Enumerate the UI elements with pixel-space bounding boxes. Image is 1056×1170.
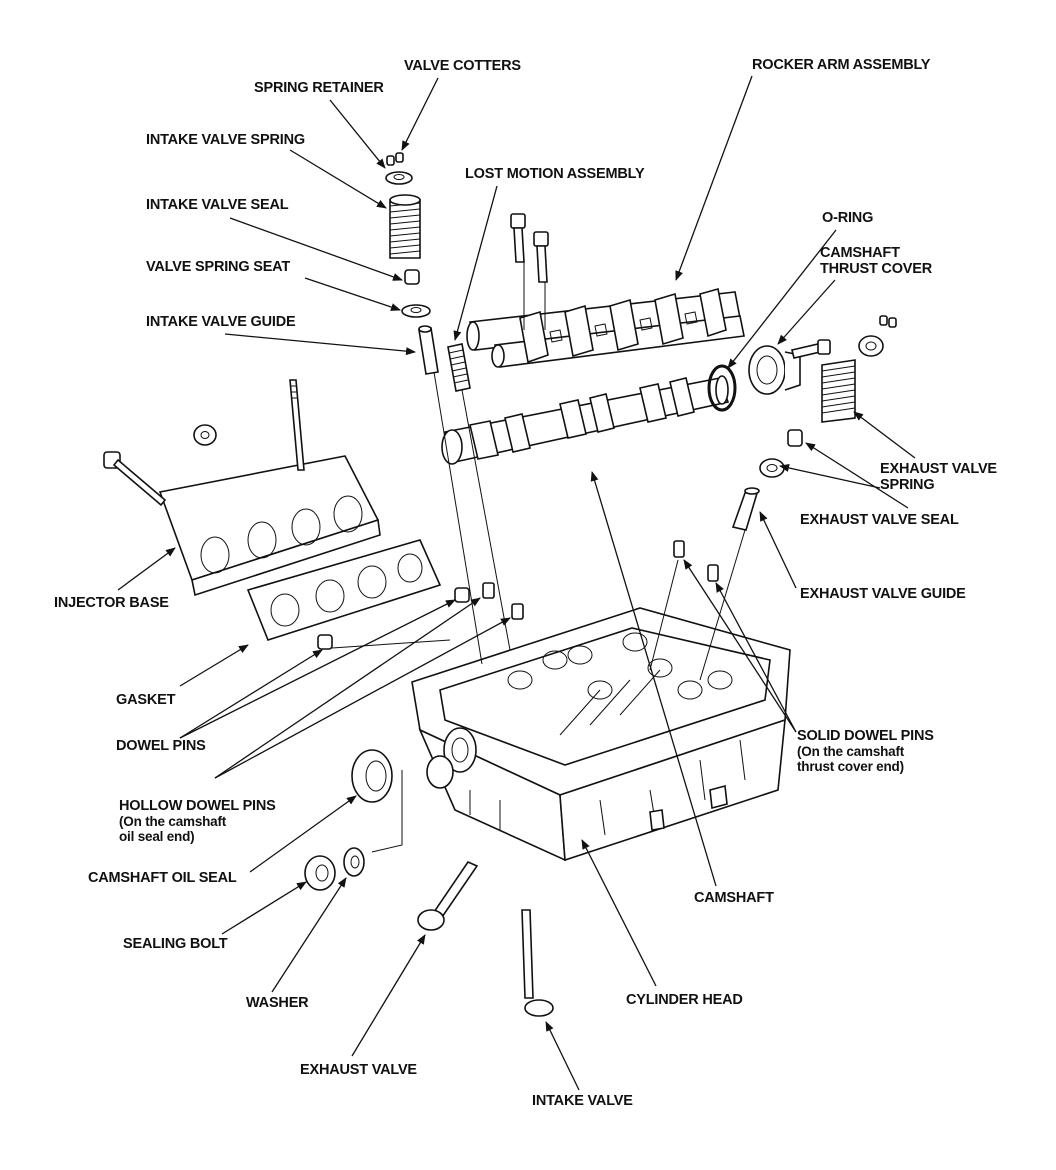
cylinder-head-part <box>411 607 791 862</box>
valve-spring-seat-part <box>401 304 431 318</box>
label-exhaust-valve-seal: EXHAUST VALVE SEAL <box>800 512 959 528</box>
exhaust-spring-seat-part <box>759 458 785 478</box>
o-ring-part <box>707 364 737 412</box>
injector-base-nut-part <box>193 424 217 446</box>
exhaust-valve-cotters-part <box>879 315 897 328</box>
label-valve-cotters: VALVE COTTERS <box>404 58 521 74</box>
lost-motion-assembly-part <box>447 343 471 392</box>
intake-valve-seal-part <box>404 269 420 285</box>
camshaft-oil-seal-part <box>351 749 393 803</box>
label-solid-dowel-pins-title: SOLID DOWEL PINS <box>797 728 934 744</box>
thrust-cover-bolt-part <box>791 339 831 359</box>
washer-part <box>343 847 365 877</box>
label-hollow-dowel-pins-note1: (On the camshaft <box>119 814 227 829</box>
injector-base-part <box>158 379 381 597</box>
label-sealing-bolt: SEALING BOLT <box>123 936 228 952</box>
gasket-part <box>246 539 442 641</box>
exhaust-valve-part <box>417 860 479 931</box>
label-hollow-dowel-pins: HOLLOW DOWEL PINS (On the camshaft oil s… <box>119 798 276 844</box>
label-cylinder-head: CYLINDER HEAD <box>626 992 743 1008</box>
sealing-bolt-part <box>304 855 336 891</box>
exhaust-valve-seal-part <box>787 429 803 447</box>
dowel-pins-part <box>317 540 719 650</box>
intake-valve-guide-part <box>418 325 439 375</box>
label-valve-spring-seat: VALVE SPRING SEAT <box>146 259 291 275</box>
injector-base-bolt-part <box>103 451 167 507</box>
exhaust-spring-retainer-part <box>858 335 884 357</box>
spring-retainer-part <box>385 171 413 185</box>
label-intake-valve-seal: INTAKE VALVE SEAL <box>146 197 289 213</box>
label-rocker-arm-assembly: ROCKER ARM ASSEMBLY <box>752 57 931 73</box>
label-exhaust-valve-spring-line1: EXHAUST VALVE <box>880 461 997 477</box>
label-hollow-dowel-pins-note2: oil seal end) <box>119 829 195 844</box>
label-hollow-dowel-pins-title: HOLLOW DOWEL PINS <box>119 798 276 814</box>
camshaft-part <box>441 375 730 465</box>
label-camshaft-thrust-cover: CAMSHAFT THRUST COVER <box>820 245 932 277</box>
label-camshaft-oil-seal: CAMSHAFT OIL SEAL <box>88 870 237 886</box>
label-camshaft: CAMSHAFT <box>694 890 774 906</box>
label-dowel-pins: DOWEL PINS <box>116 738 206 754</box>
label-intake-valve: INTAKE VALVE <box>532 1093 633 1109</box>
label-intake-valve-spring: INTAKE VALVE SPRING <box>146 132 305 148</box>
exhaust-valve-spring-part <box>821 359 856 423</box>
label-exhaust-valve-spring: EXHAUST VALVE SPRING <box>880 461 997 493</box>
label-spring-retainer: SPRING RETAINER <box>254 80 384 96</box>
intake-valve-part <box>521 909 554 1017</box>
valve-cotters-part <box>386 152 404 166</box>
label-solid-dowel-pins-note2: thrust cover end) <box>797 759 904 774</box>
exhaust-valve-guide-part <box>731 487 760 531</box>
label-solid-dowel-pins-note1: (On the camshaft <box>797 744 905 759</box>
intake-valve-spring-part <box>389 194 421 259</box>
label-exhaust-valve-spring-line2: SPRING <box>880 477 935 493</box>
label-solid-dowel-pins: SOLID DOWEL PINS (On the camshaft thrust… <box>797 728 934 774</box>
rocker-arm-assembly-part <box>466 287 745 368</box>
leader-lines <box>117 75 916 1091</box>
label-exhaust-valve: EXHAUST VALVE <box>300 1062 417 1078</box>
label-camshaft-thrust-cover-line2: THRUST COVER <box>820 261 932 277</box>
label-washer: WASHER <box>246 995 309 1011</box>
label-exhaust-valve-guide: EXHAUST VALVE GUIDE <box>800 586 966 602</box>
label-camshaft-thrust-cover-line1: CAMSHAFT <box>820 245 900 261</box>
rocker-bolts-part <box>510 213 549 283</box>
label-intake-valve-guide: INTAKE VALVE GUIDE <box>146 314 296 330</box>
label-lost-motion-assembly: LOST MOTION ASSEMBLY <box>465 166 645 182</box>
label-gasket: GASKET <box>116 692 176 708</box>
label-injector-base: INJECTOR BASE <box>54 595 169 611</box>
label-o-ring: O-RING <box>822 210 874 226</box>
